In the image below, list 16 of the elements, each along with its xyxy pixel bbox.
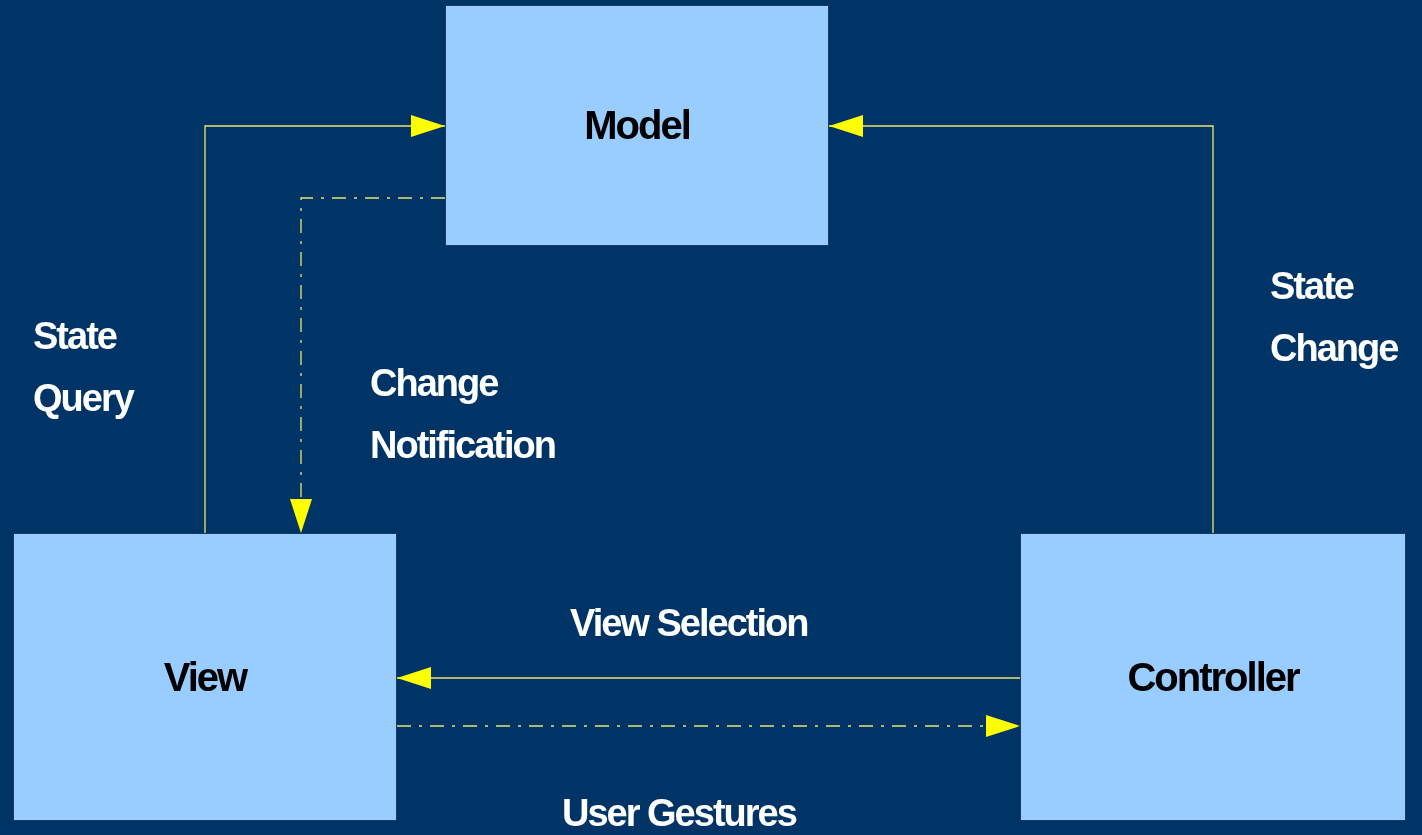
process-box [1020, 533, 1406, 821]
box-label: Model [584, 103, 690, 148]
process-box [13, 533, 397, 821]
box-label: Controller [1127, 654, 1299, 700]
edge-label: State Query [33, 314, 135, 421]
edge-label: User Gestures [562, 791, 798, 835]
arrow [204, 115, 446, 534]
edge-label: State Change [1270, 264, 1399, 371]
arrow [396, 715, 1021, 737]
arrow [396, 667, 1021, 689]
arrow [828, 115, 1214, 534]
edge-label: Change Notification [370, 361, 556, 468]
box-label: View [163, 654, 247, 700]
edge-label: View Selection [570, 601, 809, 646]
process-box [445, 5, 829, 246]
arrow [290, 197, 446, 534]
